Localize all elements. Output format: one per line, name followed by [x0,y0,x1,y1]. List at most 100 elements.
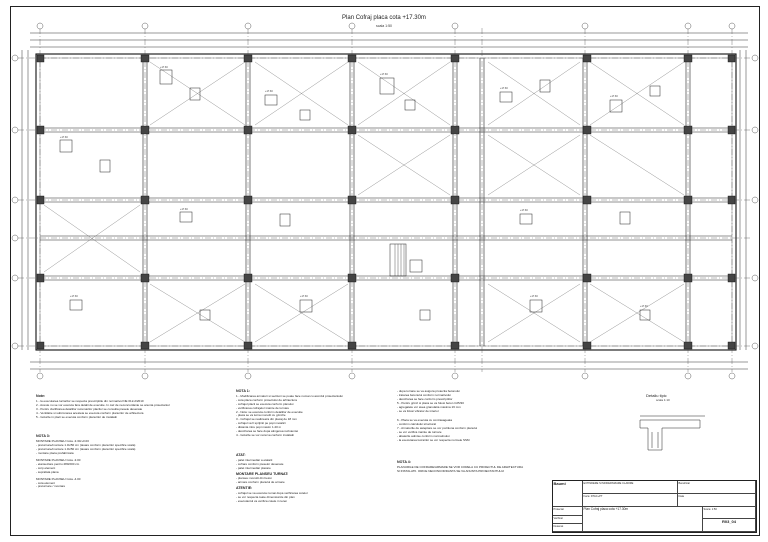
company-logo: Baumi [553,481,583,507]
nota-1-line: 3 - Cofrajul se realizeaza din placaj de… [236,418,297,422]
nota-3-line: - montare placa prefabricata [36,452,74,456]
svg-text:+17.30: +17.30 [180,208,188,211]
nota-3-line: - preturnare/montare 1.0x/50 cm (tasare … [36,444,136,448]
nota-3-line: - preturnare / montare [36,485,66,489]
right-note-line: - abaterile admise conform normativului [397,435,450,439]
svg-text:+17.30: +17.30 [640,305,648,308]
nota-1-line: 2 - Nota: se executa conform detaliilor … [236,410,303,414]
note-line: 3 - Pentru clarificarea detaliilor rezem… [36,407,143,411]
nota-3-line: - preturnare/montare 1.0x/50 cm (tasare … [36,448,136,452]
slab-diagonals [43,61,685,343]
nota-4-line: SI INSTALATII. ORICE NECONCORDANTA SE VA… [397,469,505,473]
right-note-line: - agregatele vor avea granulatia maxima … [397,405,461,409]
nota-3-line: - cota element [36,481,56,485]
columns [36,54,736,350]
nota-1-line: - decofrarea se face dupa atingerea rezi… [236,430,299,434]
right-note-line: - se vor verifica inainte de turnare [397,431,442,435]
right-note-line: - decofrarea se face conform prescriptii… [397,397,453,401]
nota-3-title: NOTA 3: [36,434,50,439]
drawn: Desenat [553,524,583,532]
nota-1-line: - cofrajul va fi sprijinit pe popi metal… [236,422,286,426]
atentie-title: ATENTIE: [236,486,253,491]
notes-middle: NOTA 1: 1 - Modificarea armaturi si sect… [236,388,386,504]
nota-1-line: - placa se va turna monolit cu grinzile [236,414,286,418]
svg-text:+17.30: +17.30 [300,295,308,298]
nota-3-line: - suprafata plana [36,470,59,474]
designer: Proiectat [553,507,583,516]
nota-3-line: MONTARE PLANSEU Cota -3.00 [36,458,81,462]
atat-line: - cofrare conform pieselor desenate [236,462,284,466]
nota-1-line: - distanta intre popi maxim 1.20 m [236,426,282,430]
nota-1-line: - verificarea cofrajelor inainte de turn… [236,406,290,410]
nota-4-title: NOTA 4: [397,459,411,464]
opening-hatching [394,244,405,276]
nota-4-line: PLANURILE DE COFRARE/ARMARE SE VOR COREL… [397,465,524,469]
nota-3-line: MONTARE PLANSEU Cota -3.30/+0.00 [36,440,89,444]
right-note-line: 5 - Pentru grinzi si placa se va folosi … [397,401,464,405]
nota-1-line: 4 - Golurile se vor rezerva conform inst… [236,433,294,437]
svg-text:+17.30: +17.30 [610,95,618,98]
note-line: 4 - Ventilatie si subzonarea acesteia se… [36,411,144,415]
atat-title: ATAT: [236,452,246,457]
checker: Verificat [553,516,583,524]
axis-bubbles [11,22,759,380]
grid-axes-horizontal [18,57,752,347]
note-line: 5 - Golurile in placi se executa conform… [36,415,117,419]
nota-3-line: MONTARE PLANSEU Cota -4.00 [36,477,81,481]
section-markers [59,69,661,321]
date-label: Data [678,494,756,507]
drawing-scale: scala 1:50 [376,24,392,28]
atat-line: - palet intermediar placare [236,466,271,470]
note-line: 2 - Aceste nu se vor executa fara detali… [36,403,170,407]
nota-1-title: NOTA 1: [236,389,250,393]
right-note-line: - se va folosi vibrator de interior [397,409,439,413]
grid-axes-vertical [39,28,733,372]
typical-detail [639,415,705,451]
sheet-scale: Scara: 1:50 [703,507,756,519]
detail-scale: scala 1:10 [656,398,670,402]
nota-1-line: 1 - Modificarea armaturi si sectiuni se … [236,394,343,398]
svg-text:+17.30: +17.30 [380,73,388,76]
beneficiary: Beneficiar [678,481,756,494]
plan-annotations: +17.30 +17.30 +17.30 +17.30 +17.30 +17.30 +1… [60,66,648,308]
right-note-line: 6 - Placa se va executa cu contrasageata [397,419,453,423]
svg-text:+17.30: +17.30 [265,90,273,93]
sheet-drawing-name: Plan Cofraj placa cota +17.30m [583,507,703,532]
phase: Faza: DTAC+PT [583,494,678,507]
notes-right: - dupa turnare se va asigura protectia b… [397,390,547,474]
atentie-line: - se vor respecta toate dimensiunile din… [236,496,295,500]
nota-3-line: - etanseizare pentru 280/200 cm [36,462,80,466]
svg-text:+17.30: +17.30 [70,295,78,298]
svg-text:+17.30: +17.30 [60,136,68,139]
svg-text:+17.30: +17.30 [160,66,168,69]
detail-title: Detaliu tipic [646,393,667,398]
beams [40,58,732,346]
montare-line: - planseu monolit din beton [236,477,273,481]
nota-1-line: - cofrajul placii se executa conform pla… [236,402,294,406]
note-line: 1 - la executarea lucrarilor se respecta… [36,399,144,403]
project-name: EXTINDERE SI MODERNIZARE CLADIRE [583,481,678,494]
atat-line: - palet intermediar a etalarii [236,458,273,462]
notes-header: Note: [36,394,46,398]
notes-left: Note: 1 - la executarea lucrarilor se re… [36,393,206,489]
right-note-line: - dupa turnare se va asigura protectia b… [397,390,460,393]
slab-outline [35,53,737,351]
montare-title: MONTARE PLANSEU TURNAT: [236,471,289,476]
svg-text:+17.30: +17.30 [530,295,538,298]
nota-1-line: - cota placa conform proiectului de arhi… [236,398,297,402]
montare-line: - armare conform planului de armare [236,481,285,485]
bottom-dimension-lines [30,361,748,370]
right-note-line: 7 - Armaturile de asteptare se vor pozit… [397,427,478,431]
sheet-number: R03_04 [703,519,756,532]
right-note-line: - la executarea lucrarilor se vor respec… [397,438,470,442]
title-block: Baumi EXTINDERE SI MODERNIZARE CLADIRE B… [552,480,757,533]
atentie-line: - executantul va verifica cotele in tere… [236,499,288,503]
svg-text:+17.30: +17.30 [520,209,528,212]
nota-3-line: - corp element [36,466,56,470]
right-note-line: - tratarea betonului conform normativulu… [397,393,451,397]
top-dimension-lines [30,32,748,48]
drawing-title: Plan Cofraj placa cota +17.30m [342,15,426,21]
atentie-line: - cofrajul se va executa numai dupa veri… [236,492,308,496]
